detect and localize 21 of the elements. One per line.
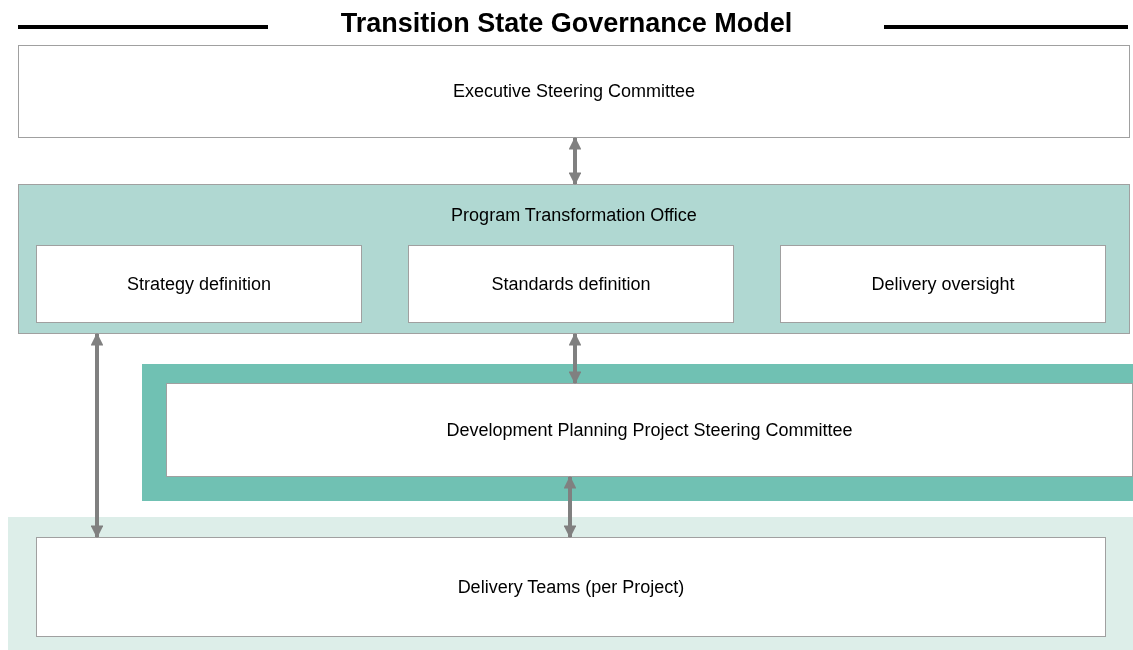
process-box	[166, 383, 1133, 477]
double-arrow	[568, 136, 582, 186]
box-label: Development Planning Project Steering Committee	[446, 419, 853, 441]
box-label: Executive Steering Committee	[452, 81, 696, 102]
process-box	[36, 245, 362, 323]
process-box	[780, 245, 1106, 323]
process-box	[408, 245, 734, 323]
double-arrow	[563, 475, 577, 539]
committee-box	[18, 45, 1130, 138]
band-box	[142, 364, 1133, 501]
diagram-title: Transition State Governance Model	[340, 8, 793, 38]
box-label: Strategy definition	[126, 273, 272, 295]
box-label: Standards definition	[491, 273, 651, 295]
process-box	[36, 537, 1106, 637]
box-label: Delivery Teams (per Project)	[457, 576, 685, 598]
committee-box	[18, 184, 1130, 334]
double-arrow	[90, 332, 104, 539]
box-label: Delivery oversight	[871, 273, 1015, 295]
band-box	[8, 517, 1133, 650]
double-arrow	[568, 332, 582, 385]
box-label: Program Transformation Office	[451, 205, 697, 226]
